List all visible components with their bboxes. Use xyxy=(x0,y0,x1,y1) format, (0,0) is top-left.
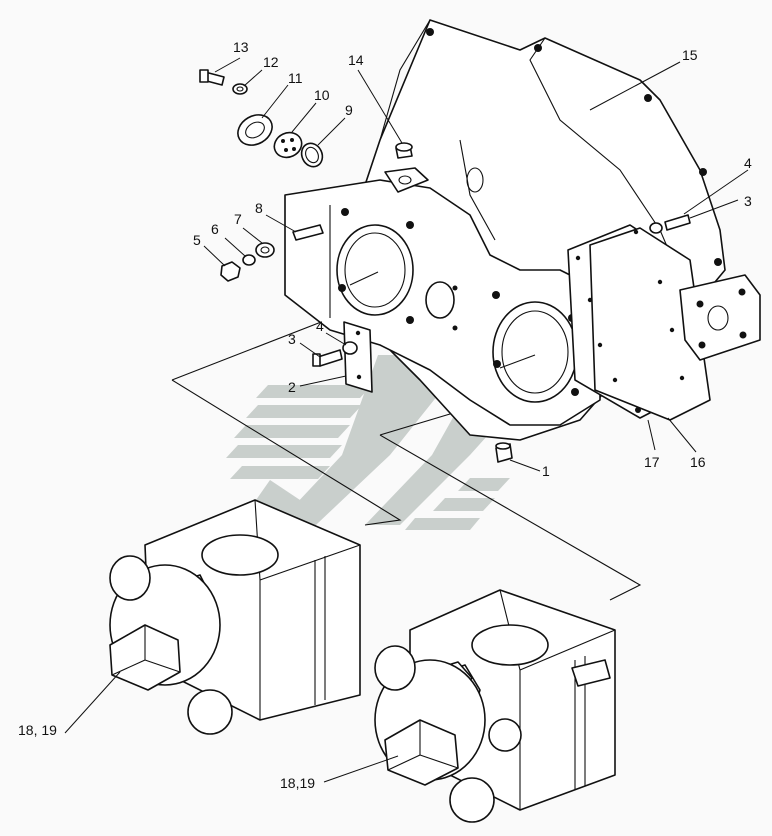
small-parts-middle xyxy=(312,214,691,393)
callout-16: 16 xyxy=(690,454,706,470)
callout-7: 7 xyxy=(234,211,242,227)
callout-18-19: 18, 19 xyxy=(18,722,57,738)
callout-8: 8 xyxy=(255,200,263,216)
callout-4: 4 xyxy=(316,318,324,334)
pump-right xyxy=(374,589,616,823)
small-parts-top xyxy=(199,69,324,168)
front-plate xyxy=(284,179,601,426)
callout-2: 2 xyxy=(288,379,296,395)
callout-4: 4 xyxy=(744,155,752,171)
pump-left xyxy=(109,499,361,735)
callout-12: 12 xyxy=(263,54,279,70)
callout-14: 14 xyxy=(348,52,364,68)
top-bracket xyxy=(384,142,429,193)
leader-lines xyxy=(64,57,749,783)
callout-labels: 1 2 3 3 4 4 5 6 7 8 9 10 11 12 13 14 15 … xyxy=(18,39,752,791)
drain-plug xyxy=(495,442,513,463)
callout-3: 3 xyxy=(288,331,296,347)
right-flange xyxy=(679,274,761,361)
callout-9: 9 xyxy=(345,102,353,118)
callout-10: 10 xyxy=(314,87,330,103)
side-cover xyxy=(567,224,711,421)
callout-3: 3 xyxy=(744,193,752,209)
callout-6: 6 xyxy=(211,221,219,237)
callout-1: 1 xyxy=(542,463,550,479)
callout-11: 11 xyxy=(288,70,303,86)
callout-13: 13 xyxy=(233,39,249,55)
callout-18-19: 18,19 xyxy=(280,775,315,791)
callout-15: 15 xyxy=(682,47,698,63)
callout-5: 5 xyxy=(193,232,201,248)
callout-17: 17 xyxy=(644,454,660,470)
small-parts-left xyxy=(220,224,324,282)
